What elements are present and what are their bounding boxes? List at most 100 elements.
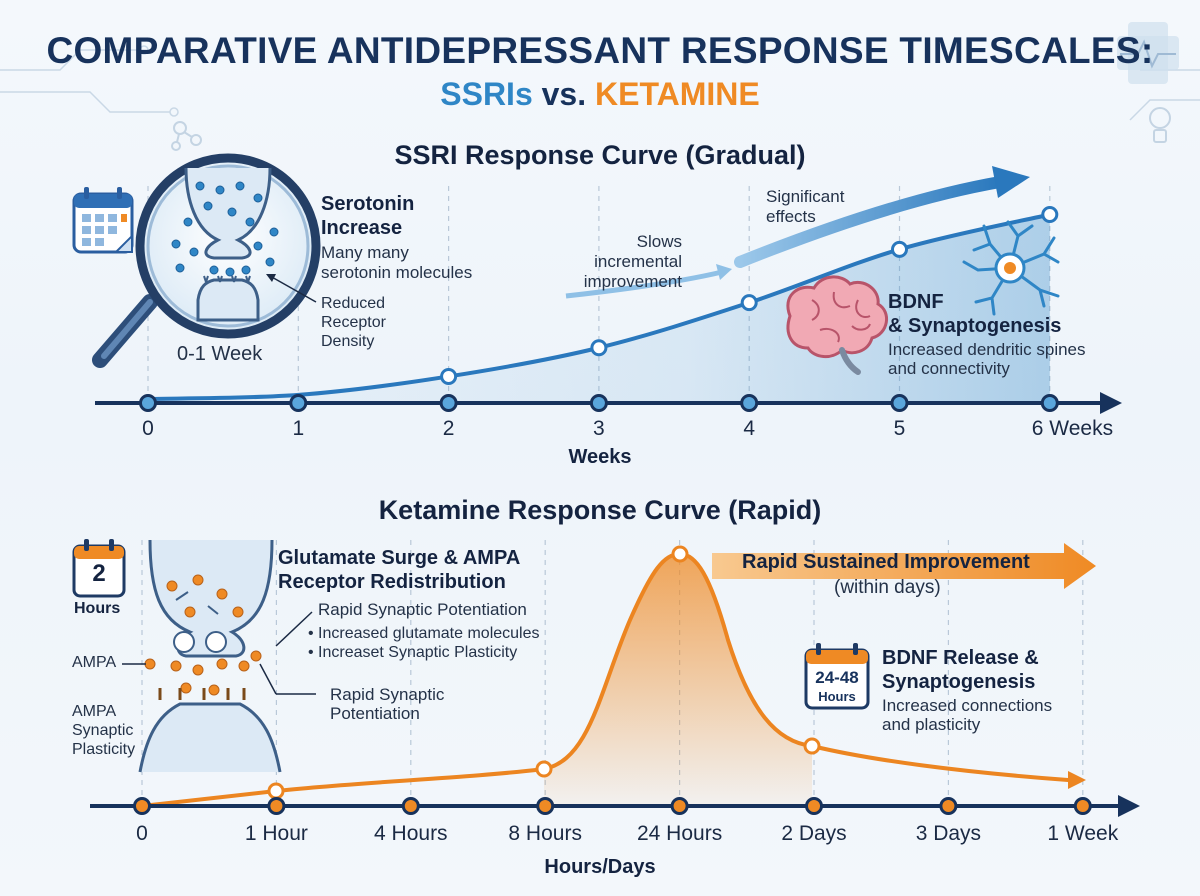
bullet-glutamate: • Increased glutamate molecules xyxy=(308,625,540,642)
ketamine-axis-marker xyxy=(133,797,151,815)
ssri-mid-arrow xyxy=(565,269,723,299)
ssri-axis-arrowhead xyxy=(1100,392,1122,414)
ssri-bdnf-text-line1: Increased dendritic spines xyxy=(888,340,1086,359)
sustained-improvement-label: Rapid Sustained Improvement xyxy=(742,551,1030,573)
serotonin-title: Serotonin Increase xyxy=(321,192,414,240)
rapid-potentiation-label: Rapid Synaptic Potentiation xyxy=(330,685,444,723)
subtitle-vs: vs. xyxy=(541,76,587,112)
ketamine-tick-label: 1 Week xyxy=(1047,822,1119,845)
ssri-axis-title: Weeks xyxy=(568,446,632,468)
glutamate-title-line1: Glutamate Surge & AMPA xyxy=(278,547,521,569)
ssri-tick-label: 0 xyxy=(142,417,154,440)
slows-line3: improvement xyxy=(583,272,682,291)
ketamine-sustained-arrow xyxy=(712,543,1096,589)
slows-line1: Slows xyxy=(636,232,682,251)
ssri-tick-label: 4 xyxy=(743,417,756,440)
significant-label: Significant effects xyxy=(766,187,844,227)
ssri-axis-marker xyxy=(139,394,157,412)
ketamine-axis-marker xyxy=(939,797,958,815)
ketamine-axis-marker xyxy=(401,797,420,815)
subtitle: SSRIs vs. KETAMINE xyxy=(0,76,1200,113)
ketamine-data-point xyxy=(671,545,689,563)
ampa-plasticity-label: AMPA Synaptic Plasticity xyxy=(72,702,135,759)
potentiation-list-pointer xyxy=(275,611,313,647)
receptor-pointer-arrowhead xyxy=(266,274,276,282)
calendar-icon xyxy=(72,187,134,254)
ssri-bdnf-title-line1: BDNF xyxy=(888,291,944,313)
lightbulb-icon xyxy=(1149,107,1171,143)
ssri-axis-marker xyxy=(740,394,759,412)
rapid-potentiation-heading: Rapid Synaptic Potentiation xyxy=(318,600,527,619)
potentiation-bullets: • Increased glutamate molecules • Increa… xyxy=(308,624,540,662)
synapse-terminal-icon xyxy=(171,167,279,322)
serotonin-title-line2: Increase xyxy=(321,217,403,239)
ketamine-tick-label: 0 xyxy=(136,822,148,845)
decorative-circuit-left xyxy=(0,45,179,117)
ssri-axis-marker xyxy=(289,394,308,412)
ssri-data-point xyxy=(891,240,908,258)
ssri-bdnf-text-line2: and connectivity xyxy=(888,359,1010,378)
ssri-axis-marker xyxy=(589,394,608,412)
calendar-24-48-text: 24-48 xyxy=(815,668,859,687)
ampa-plasticity-line3: Plasticity xyxy=(72,741,136,758)
molecule-icon xyxy=(171,121,202,151)
calendar-24-48-icon xyxy=(804,643,870,710)
glutamate-synapse-icon xyxy=(138,539,282,773)
ketamine-axis-title: Hours/Days xyxy=(544,856,656,878)
ketamine-tick-label: 3 Days xyxy=(915,822,982,845)
neuron-icon xyxy=(962,220,1060,316)
ketamine-axis-marker xyxy=(267,797,286,815)
rapid-potentiation-line2: Potentiation xyxy=(330,704,420,723)
ketamine-tick-label: 24 Hours xyxy=(636,822,723,845)
calendar-24-48-label: Hours xyxy=(818,689,856,704)
ketamine-bdnf-text-line2: and plasticity xyxy=(882,715,981,734)
ketamine-tick-label: 2 Days xyxy=(781,822,847,845)
ketamine-axis-marker xyxy=(1073,797,1092,815)
receptor-line2: Receptor xyxy=(321,314,386,331)
ketamine-axis-arrowhead xyxy=(1118,795,1140,817)
rapid-potentiation-line1: Rapid Synaptic xyxy=(330,685,445,704)
glutamate-title-line2: Receptor Redistribution xyxy=(278,571,506,593)
glutamate-title: Glutamate Surge & AMPA Receptor Redistri… xyxy=(278,546,520,594)
subtitle-ssri: SSRIs xyxy=(440,76,533,112)
brain-icon xyxy=(786,275,888,375)
calendar-hours-label: Hours xyxy=(74,600,121,617)
ssri-axis-marker xyxy=(439,394,458,412)
ssri-tick-label: 3 xyxy=(593,417,605,440)
ssri-tick-label: 2 xyxy=(442,417,455,440)
ketamine-data-point xyxy=(803,737,821,755)
ketamine-bdnf-text-line1: Increased connections xyxy=(882,696,1053,715)
ssri-bdnf-text: Increased dendritic spines and connectiv… xyxy=(888,340,1086,378)
ssri-data-point xyxy=(590,339,608,357)
ampa-plasticity-line2: Synaptic xyxy=(72,722,134,739)
ketamine-bdnf-title-line1: BDNF Release & xyxy=(882,647,1039,669)
significant-line2: effects xyxy=(766,207,816,226)
ketamine-axis-marker xyxy=(670,797,689,815)
ketamine-data-point xyxy=(267,782,285,800)
ssri-data-point xyxy=(440,367,458,385)
ketamine-axis-marker xyxy=(536,797,555,815)
ketamine-bdnf-title-line2: Synaptogenesis xyxy=(882,671,1036,693)
serotonin-title-line1: Serotonin xyxy=(321,193,415,215)
ketamine-area-fill xyxy=(544,554,812,806)
calendar-hours-number: 2 xyxy=(92,560,106,587)
ketamine-section-title: Ketamine Response Curve (Rapid) xyxy=(378,495,822,525)
serotonin-text-line1: Many many xyxy=(321,243,409,262)
ssri-tick-label: 1 xyxy=(292,417,305,440)
ketamine-tick-label: 4 Hours xyxy=(374,822,448,845)
significant-line1: Significant xyxy=(766,187,845,206)
ketamine-axis-marker xyxy=(805,797,823,815)
medical-cross-icon xyxy=(1117,22,1179,84)
ketamine-tick-label: 1 Hour xyxy=(244,822,308,845)
receptor-label: Reduced Receptor Density xyxy=(321,294,386,351)
slows-label: Slows incremental improvement xyxy=(560,232,682,292)
calendar-hours-icon xyxy=(72,539,126,598)
ketamine-tail-arrowhead xyxy=(1068,771,1086,789)
ssri-mid-arrowhead xyxy=(716,264,732,280)
week-range-label: 0-1 Week xyxy=(177,343,263,365)
ampa-plasticity-line1: AMPA xyxy=(72,703,117,720)
serotonin-text: Many many serotonin molecules xyxy=(321,243,472,283)
main-title: COMPARATIVE ANTIDEPRESSANT RESPONSE TIME… xyxy=(46,30,1154,71)
ssri-tick-label: 6 Weeks xyxy=(1031,417,1114,440)
